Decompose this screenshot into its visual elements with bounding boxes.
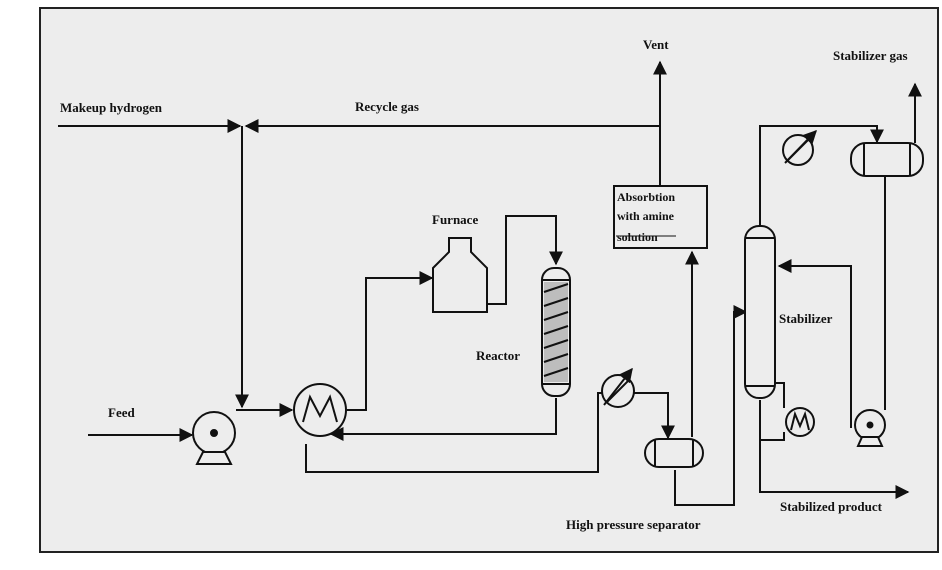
absorber-box: [613, 185, 708, 249]
reboiler-return-line: [759, 400, 785, 441]
hx-to-furnace-line: [347, 271, 434, 411]
reflux-drum-icon: [850, 142, 924, 177]
stabilizer-overhead-line: [759, 125, 884, 228]
stabilizer-column-icon: [744, 225, 776, 399]
absorption-label-3: solution: [617, 230, 658, 244]
stabilized-product-line: [759, 440, 910, 499]
reactor-icon: [541, 267, 571, 397]
furnace-label: Furnace: [432, 212, 478, 227]
reboiler-icon: [785, 407, 815, 437]
recycle-gas-label: Recycle gas: [355, 99, 419, 114]
stabilizer-label: Stabilizer: [779, 311, 833, 326]
furnace-to-reactor-line: [488, 215, 563, 305]
makeup-hydrogen-label: Makeup hydrogen: [60, 100, 163, 115]
diagram-panel: [39, 7, 939, 553]
stabilized-product-label: Stabilized product: [780, 499, 883, 514]
furnace-icon: [432, 237, 488, 313]
high-pressure-separator-label: High pressure separator: [566, 517, 701, 532]
vent-label: Vent: [643, 37, 669, 52]
cooler-icon: [601, 367, 635, 408]
absorption-label-1: Absorbtion: [617, 190, 675, 204]
reactor-effluent-line: [329, 398, 557, 441]
separator-liquid-line: [674, 305, 748, 506]
reflux-return-line: [777, 259, 852, 428]
separator-icon: [644, 438, 704, 468]
hx-to-separator-line: [305, 392, 675, 473]
heat-exchanger-icon: [293, 383, 347, 437]
absorption-label-2: with amine: [617, 209, 675, 223]
reactor-label: Reactor: [476, 348, 520, 363]
condenser-icon: [782, 129, 817, 166]
stabilizer-gas-label: Stabilizer gas: [833, 48, 908, 63]
feed-label: Feed: [108, 405, 135, 420]
reflux-pump-icon: [854, 409, 886, 447]
pump-icon: [192, 411, 236, 465]
piping: [58, 60, 922, 506]
